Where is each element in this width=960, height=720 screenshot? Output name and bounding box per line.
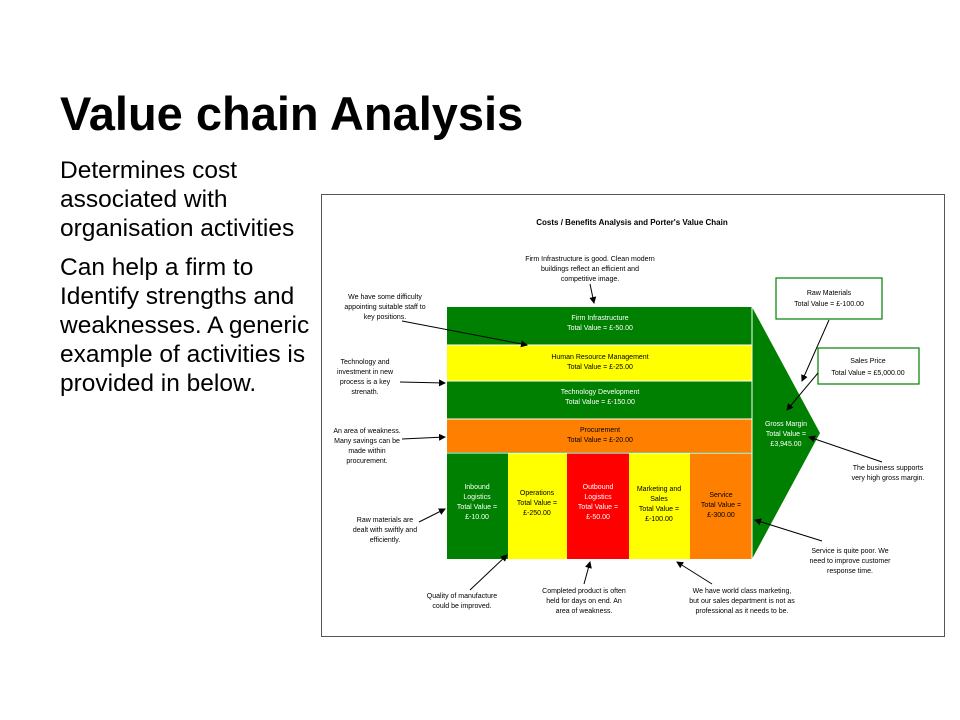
diagram-title: Costs / Benefits Analysis and Porter's V…: [536, 218, 728, 227]
note-raw-3: efficiently.: [370, 537, 401, 544]
margin-l2: Total Value =: [766, 431, 806, 438]
note-margin-1: The business supports: [853, 465, 924, 472]
note-service-1: Service is quite poor. We: [811, 548, 888, 555]
arrow-margin: [808, 435, 883, 463]
firm-infra-name: Firm Infrastructure: [571, 315, 628, 322]
operations-cell: [508, 453, 567, 559]
arrow-service: [754, 518, 823, 542]
firm-infra-value: Total Value = £-50.00: [567, 325, 633, 332]
note-staff-1: We have some difficulty: [348, 294, 422, 301]
tech-dev-name: Technology Development: [561, 389, 640, 396]
arrow-marketing: [676, 561, 713, 585]
arrow-weakness: [401, 433, 446, 441]
inbound-logistics-cell: [447, 453, 508, 559]
note-completed-1: Completed product is often: [542, 588, 626, 595]
hrm-value: Total Value = £-25.00: [567, 364, 633, 371]
bullet-1: Determines cost associated with organisa…: [60, 157, 295, 242]
hrm-name: Human Resource Management: [551, 354, 648, 361]
service-l2: Total Value =: [701, 502, 741, 509]
marketing-l4: £-100.00: [645, 516, 673, 523]
arrow-quality: [469, 554, 508, 591]
outbound-l2: Logistics: [584, 494, 612, 501]
arrow-sales-price: [786, 372, 819, 411]
note-firm-infra-1: Firm Infrastructure is good. Clean moder…: [525, 256, 655, 263]
note-weakness-3: made within: [348, 448, 385, 455]
arrow-completed: [583, 561, 592, 585]
note-quality-1: Quality of manufacture: [427, 593, 498, 600]
tech-dev-value: Total Value = £-150.00: [565, 399, 635, 406]
bullet-2: Can help a firm to Identify strengths an…: [60, 254, 310, 397]
note-weakness-4: procurement.: [346, 458, 387, 465]
marketing-l2: Sales: [650, 496, 668, 503]
note-marketing-2: but our sales department is not as: [689, 598, 795, 605]
operations-l3: £-250.00: [523, 510, 551, 517]
note-marketing-3: professional as it needs to be.: [695, 608, 788, 615]
operations-l1: Operations: [520, 490, 555, 497]
arrow-staff: [401, 320, 528, 348]
note-technology-4: strenath.: [351, 389, 378, 396]
outbound-l1: Outbound: [583, 484, 614, 491]
note-technology-2: investment in new: [337, 369, 394, 376]
value-chain-figure: Costs / Benefits Analysis and Porter's V…: [321, 194, 945, 637]
note-margin-2: very high gross margin.: [852, 475, 925, 482]
arrow-technology: [399, 379, 446, 387]
marketing-sales-cell: [629, 453, 690, 559]
note-completed-3: area of weakness.: [556, 608, 613, 615]
bullet-list: Determines cost associated with organisa…: [60, 156, 328, 408]
margin-l3: £3,945.00: [770, 441, 801, 448]
marketing-l1: Marketing and: [637, 486, 681, 493]
marketing-l3: Total Value =: [639, 506, 679, 513]
service-l3: £-300.00: [707, 512, 735, 519]
procurement-value: Total Value = £-20.00: [567, 437, 633, 444]
margin-l1: Gross Margin: [765, 421, 807, 428]
note-raw-1: Raw materials are: [357, 517, 414, 524]
inbound-l2: Logistics: [463, 494, 491, 501]
inbound-l3: Total Value =: [457, 504, 497, 511]
outbound-logistics-cell: [567, 453, 629, 559]
note-marketing-1: We have world class marketing,: [693, 588, 792, 595]
note-weakness-2: Many savings can be: [334, 438, 400, 445]
raw-materials-l2: Total Value = £-100.00: [794, 301, 864, 308]
note-service-3: response time.: [827, 568, 873, 575]
arrow-raw: [418, 508, 446, 523]
sales-price-box: [817, 347, 920, 385]
service-l1: Service: [709, 492, 732, 499]
note-completed-2: held for days on end. An: [546, 598, 622, 605]
procurement-name: Procurement: [580, 427, 620, 434]
value-chain-diagram: Costs / Benefits Analysis and Porter's V…: [333, 218, 925, 615]
note-staff-2: appointing suitable staff to: [344, 304, 425, 311]
hrm-band: [447, 345, 752, 381]
slide-title: Value chain Analysis: [60, 87, 524, 140]
operations-l2: Total Value =: [517, 500, 557, 507]
note-firm-infra-3: competitive image.: [561, 276, 619, 283]
note-weakness-1: An area of weakness.: [333, 428, 400, 435]
service-cell: [690, 453, 752, 559]
note-service-2: need to improve customer: [810, 558, 892, 565]
sales-price-l2: Total Value = £5,000.00: [831, 370, 904, 377]
procurement-band: [447, 419, 752, 452]
raw-materials-box: [775, 277, 883, 320]
outbound-l4: £-50.00: [586, 514, 610, 521]
raw-materials-l1: Raw Materials: [807, 290, 852, 297]
arrow-raw-materials: [801, 319, 830, 382]
note-raw-2: dealt with swiftly and: [353, 527, 417, 534]
arrow-firm-infra: [589, 283, 597, 304]
note-firm-infra-2: buildings reflect an efficient and: [541, 266, 639, 273]
inbound-l4: £-10.00: [465, 514, 489, 521]
outbound-l3: Total Value =: [578, 504, 618, 511]
inbound-l1: Inbound: [464, 484, 489, 491]
note-technology-1: Technology and: [340, 359, 389, 366]
note-quality-2: could be improved.: [432, 603, 491, 610]
note-technology-3: process is a key: [340, 379, 391, 386]
sales-price-l1: Sales Price: [850, 358, 886, 365]
note-staff-3: key positions.: [364, 314, 406, 321]
